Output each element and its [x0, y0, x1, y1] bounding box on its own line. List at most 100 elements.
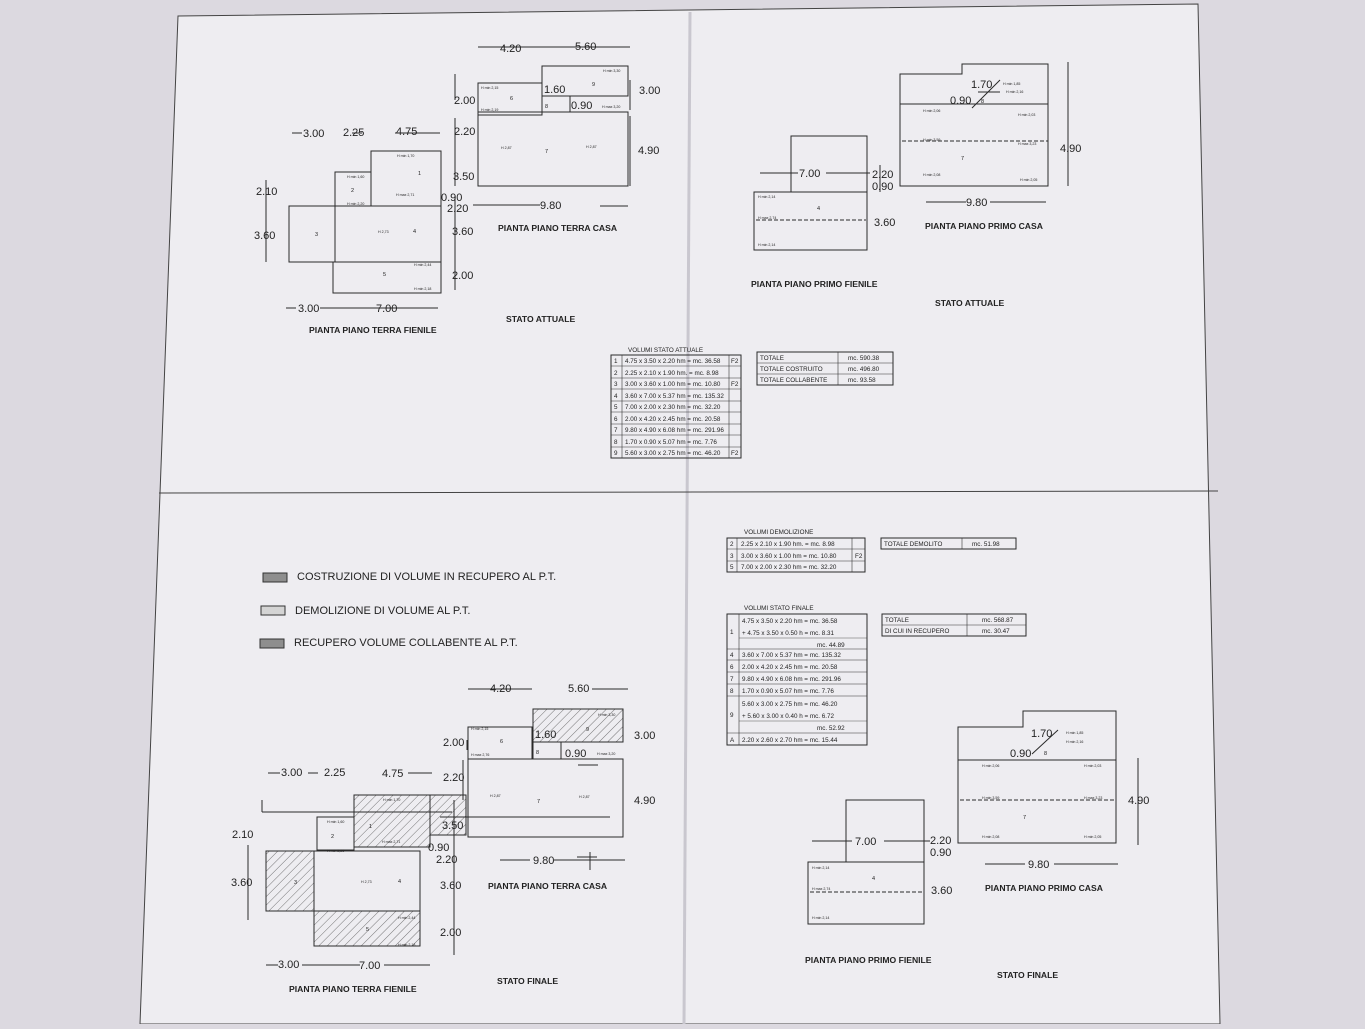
row-subtotal: mc. 44.89 — [817, 642, 845, 649]
room-number: 9 — [586, 727, 589, 733]
height-note: H min 1,85 — [1003, 82, 1020, 86]
row-number: 6 — [614, 416, 618, 423]
room-number: 8 — [545, 104, 548, 110]
dim-label: 2.20 — [443, 772, 464, 784]
row-number: 3 — [614, 381, 618, 388]
row-number: 9 — [614, 450, 618, 457]
height-note: H min 1,70 — [397, 154, 414, 158]
row-number: 6 — [730, 664, 734, 671]
total-label: DI CUI IN RECUPERO — [885, 628, 949, 635]
height-note: H max 2,74 — [758, 216, 776, 220]
room-number: 8 — [1044, 751, 1047, 757]
total-label: TOTALE — [885, 617, 909, 624]
room-number: 8 — [981, 99, 984, 105]
dim-label: 2.10 — [256, 186, 277, 198]
legend-construction: COSTRUZIONE DI VOLUME IN RECUPERO AL P.T… — [297, 571, 556, 583]
total-value: mc. 93.58 — [848, 377, 876, 384]
dim-label: 3.00 — [281, 767, 302, 779]
row-flag: F2 — [731, 381, 739, 388]
height-note: H min 2,03 — [1084, 764, 1101, 768]
height-note: H min 2,05 — [1084, 835, 1101, 839]
row-formula: 1.70 x 0.90 x 5.07 hm = mc. 7.76 — [742, 688, 834, 695]
title-stato-attuale: STATO ATTUALE — [506, 314, 575, 324]
dim-label: 2.00 — [440, 927, 461, 939]
height-note: H min 1,70 — [383, 798, 400, 802]
room-number: 6 — [510, 96, 513, 102]
primo-casa-final-outline — [957, 710, 1117, 844]
row-number: 1 — [614, 358, 618, 365]
room-number: 7 — [537, 799, 540, 805]
dim-label: 4.20 — [490, 683, 511, 695]
row-number: 8 — [730, 688, 734, 695]
row-number: 9 — [730, 712, 734, 719]
height-note: H min 3,30 — [598, 713, 615, 717]
height-note: H min 2,08 — [982, 835, 999, 839]
dim-label: 4.75 — [382, 768, 403, 780]
title-stato-attuale-primo: STATO ATTUALE — [935, 298, 1004, 308]
table-title: VOLUMI DEMOLIZIONE — [744, 529, 813, 536]
dim-label: 5.60 — [568, 683, 589, 695]
title-primo-fienile: PIANTA PIANO PRIMO FIENILE — [751, 279, 878, 289]
dim-label: 0.90 — [1010, 748, 1031, 760]
row-formula: 2.25 x 2.10 x 1.90 hm. = mc. 8.98 — [741, 541, 835, 548]
room-number: 3 — [315, 232, 318, 238]
dim-label: 2.20 — [872, 169, 893, 181]
height-note: H max 3,20 — [597, 752, 615, 756]
legend-demolition: DEMOLIZIONE DI VOLUME AL P.T. — [295, 605, 470, 617]
legend-recovery: RECUPERO VOLUME COLLABENTE AL P.T. — [294, 637, 518, 649]
room-5-outline — [332, 261, 442, 294]
row-number: 5 — [730, 564, 734, 571]
height-note: H min 2,44 — [398, 916, 415, 920]
dim-label: 4.90 — [634, 795, 655, 807]
height-note: H min 1,60 — [327, 820, 344, 824]
row-number: 2 — [730, 541, 734, 548]
dim-label: 4.90 — [1060, 143, 1081, 155]
row-formula: 9.80 x 4.90 x 6.08 hm = mc. 291.96 — [742, 676, 841, 683]
dim-label: 2.25 — [324, 767, 345, 779]
height-note: H min 2,14 — [758, 195, 775, 199]
height-note: H 2,87 — [579, 795, 590, 799]
height-note: H min 2,19 — [481, 108, 498, 112]
height-note: H 2,73 — [378, 230, 389, 234]
room-number: 2 — [351, 188, 354, 194]
room-7-outline — [477, 111, 629, 187]
table-totali-attuale-rows: TOTALE mc. 590.38 TOTALE COSTRUITO mc. 4… — [757, 352, 893, 385]
dim-label: 2.10 — [232, 829, 253, 841]
table-volumi-finale — [726, 613, 868, 746]
dim-label: 2.20 — [447, 203, 468, 215]
height-note: H min 2,03 — [1018, 113, 1035, 117]
dim-label: 1.60 — [544, 84, 565, 96]
row-number: 7 — [730, 676, 734, 683]
height-note: H max 2,71 — [396, 193, 414, 197]
row-number: 8 — [614, 439, 618, 446]
table-title: VOLUMI STATO ATTUALE — [628, 347, 703, 354]
height-note: H min 2,20 — [347, 202, 364, 206]
primo-casa-outline — [899, 63, 1049, 187]
title-primo-fienile-final: PIANTA PIANO PRIMO FIENILE — [805, 955, 932, 965]
height-note: H min 2,06 — [923, 109, 940, 113]
room-number: 2 — [331, 834, 334, 840]
row-formula: 5.60 x 3.00 x 2.75 hm = mc. 46.20 — [742, 701, 838, 708]
height-note: H max 2,74 — [812, 887, 830, 891]
total-value: mc. 590.38 — [848, 355, 880, 362]
row-formula: + 5.60 x 3.00 x 0.40 h = mc. 6.72 — [742, 713, 835, 720]
table-volumi-attuale-rows: 1 4.75 x 3.50 x 2.20 hm = mc. 36.58 F2 2… — [611, 355, 741, 458]
primo-fienile-outline — [753, 191, 868, 251]
title-terra-fienile-final: PIANTA PIANO TERRA FIENILE — [289, 984, 417, 994]
row-number: 4 — [614, 393, 618, 400]
dim-label: 2.20 — [930, 835, 951, 847]
room-number: 5 — [383, 272, 386, 278]
table-volumi-attuale — [610, 354, 742, 459]
title-terra-casa-final: PIANTA PIANO TERRA CASA — [488, 881, 607, 891]
title-stato-finale: STATO FINALE — [497, 976, 558, 986]
dim-label: 3.60 — [452, 226, 473, 238]
room-3-demolition-hatch — [265, 850, 315, 912]
height-note: H 2,73 — [361, 880, 372, 884]
height-note: H min 1,60 — [347, 175, 364, 179]
height-note: H 2,87 — [501, 146, 512, 150]
row-formula: 2.20 x 2.60 x 2.70 hm = mc. 15.44 — [742, 737, 838, 744]
dim-label: 3.50 — [442, 820, 463, 832]
row-formula: 3.00 x 3.60 x 1.00 hm = mc. 10.80 — [625, 381, 721, 388]
height-note: H min 2,15 — [481, 86, 498, 90]
